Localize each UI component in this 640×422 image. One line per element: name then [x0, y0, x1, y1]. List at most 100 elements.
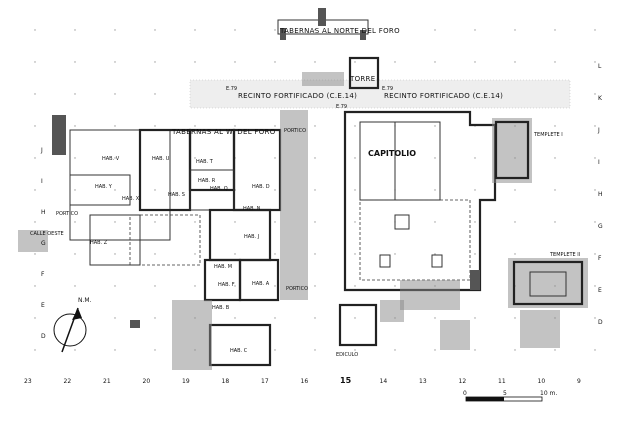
plan-labels: TABERNAS AL NORTE DEL FORO TORRE RECINTO… — [30, 27, 580, 358]
grid-dot — [594, 125, 596, 127]
grid-dot — [314, 189, 316, 191]
grid-dot — [434, 157, 436, 159]
label-tabernas-w: TABERNAS AL W. DEL FORO — [171, 128, 276, 136]
grid-dot — [354, 221, 356, 223]
grid-dot — [194, 125, 196, 127]
grid-right-label: D — [598, 319, 603, 326]
tabernas-w-block — [69, 110, 308, 367]
grid-left-label: H — [41, 209, 46, 216]
grid-dot — [114, 285, 116, 287]
grid-dot — [114, 61, 116, 63]
grid-bottom-label: 19 — [182, 378, 190, 385]
grid-dot — [554, 157, 556, 159]
grid-dot — [354, 125, 356, 127]
grid-dot — [74, 93, 76, 95]
grid-dot — [314, 221, 316, 223]
grid-dot — [394, 61, 396, 63]
label-hab-a: HAB. A — [252, 281, 270, 287]
grid-dot — [554, 29, 556, 31]
grid-left-label: J — [40, 147, 43, 154]
grid-dot — [434, 253, 436, 255]
scale-zero: 0 — [463, 390, 467, 397]
grid-dot — [314, 125, 316, 127]
grid-dot — [234, 125, 236, 127]
scale-mid: 5 — [503, 390, 507, 397]
grid-left-label: G — [41, 240, 46, 247]
grid-dot — [434, 189, 436, 191]
grid-dot — [354, 189, 356, 191]
grid-dot — [194, 285, 196, 287]
grid-dot — [114, 189, 116, 191]
grid-dot — [594, 189, 596, 191]
grid-dot — [594, 285, 596, 287]
grid-dot — [154, 61, 156, 63]
grid-bottom-label: 12 — [459, 378, 467, 385]
grid-right-label: G — [598, 223, 603, 230]
grid-dot — [194, 221, 196, 223]
grid-dot — [314, 285, 316, 287]
grid-dot — [114, 253, 116, 255]
grid-right-label: F — [598, 255, 602, 262]
grid-left-label: E — [41, 302, 45, 309]
grid-dot — [314, 317, 316, 319]
grid-dot — [474, 317, 476, 319]
grid-dot — [274, 285, 276, 287]
grid-dot — [154, 349, 156, 351]
templete-1-block — [492, 118, 532, 183]
label-tabernas-norte: TABERNAS AL NORTE DEL FORO — [279, 27, 400, 35]
grid-dot — [274, 253, 276, 255]
grid-right-label: J — [597, 127, 600, 134]
grid-bottom-label: 11 — [498, 378, 506, 385]
grid-dot — [474, 29, 476, 31]
ediculo-block — [338, 300, 404, 347]
label-hab-r: HAB. R — [198, 178, 216, 184]
grid-bottom-label: 23 — [24, 378, 32, 385]
grid-dot — [34, 285, 36, 287]
grid-dot — [34, 29, 36, 31]
grid-dot — [154, 253, 156, 255]
grid-dot — [474, 189, 476, 191]
grid-bottom-label: 22 — [64, 378, 72, 385]
grid-dot — [74, 349, 76, 351]
grid-dot — [554, 349, 556, 351]
torre-block — [302, 56, 380, 90]
grid-dot — [314, 61, 316, 63]
grid-dot — [274, 125, 276, 127]
grid-dot — [74, 285, 76, 287]
grid-dot — [434, 29, 436, 31]
label-hab-d: HAB. D — [252, 184, 270, 190]
grid-dot — [554, 189, 556, 191]
label-hab-n: HAB. N — [243, 206, 261, 212]
grid-bottom-label: 17 — [261, 378, 269, 385]
label-capitolio: CAPITOLIO — [368, 149, 416, 158]
grid-dot — [274, 221, 276, 223]
label-hab-j: HAB. J — [244, 234, 259, 240]
grid-dot — [154, 285, 156, 287]
grid-dot — [474, 253, 476, 255]
grid-dot — [394, 253, 396, 255]
label-hab-b: HAB. B — [212, 305, 230, 311]
grid-bottom-label: 15 — [340, 376, 352, 385]
grid-dot — [434, 221, 436, 223]
grid-dot — [234, 253, 236, 255]
grid-dot — [514, 317, 516, 319]
scale-bar — [465, 396, 543, 402]
label-portico-top: PORTICO — [284, 128, 306, 134]
grid-dot — [514, 29, 516, 31]
grid-bottom-label: 13 — [419, 378, 427, 385]
grid-dot — [74, 61, 76, 63]
templete-2-block — [508, 258, 588, 308]
grid-dot — [274, 29, 276, 31]
grid-dot — [34, 317, 36, 319]
grid-bottom-label: 18 — [222, 378, 230, 385]
grid-dot — [274, 61, 276, 63]
grid-dot — [194, 157, 196, 159]
grid-dot — [354, 349, 356, 351]
tabernas-norte-block — [277, 8, 369, 40]
grid-dot — [234, 221, 236, 223]
grid-dot — [594, 253, 596, 255]
grid-dot — [594, 349, 596, 351]
label-calle-oeste: CALLE OESTE — [30, 231, 64, 237]
grid-dot — [314, 157, 316, 159]
grid-dot — [354, 317, 356, 319]
